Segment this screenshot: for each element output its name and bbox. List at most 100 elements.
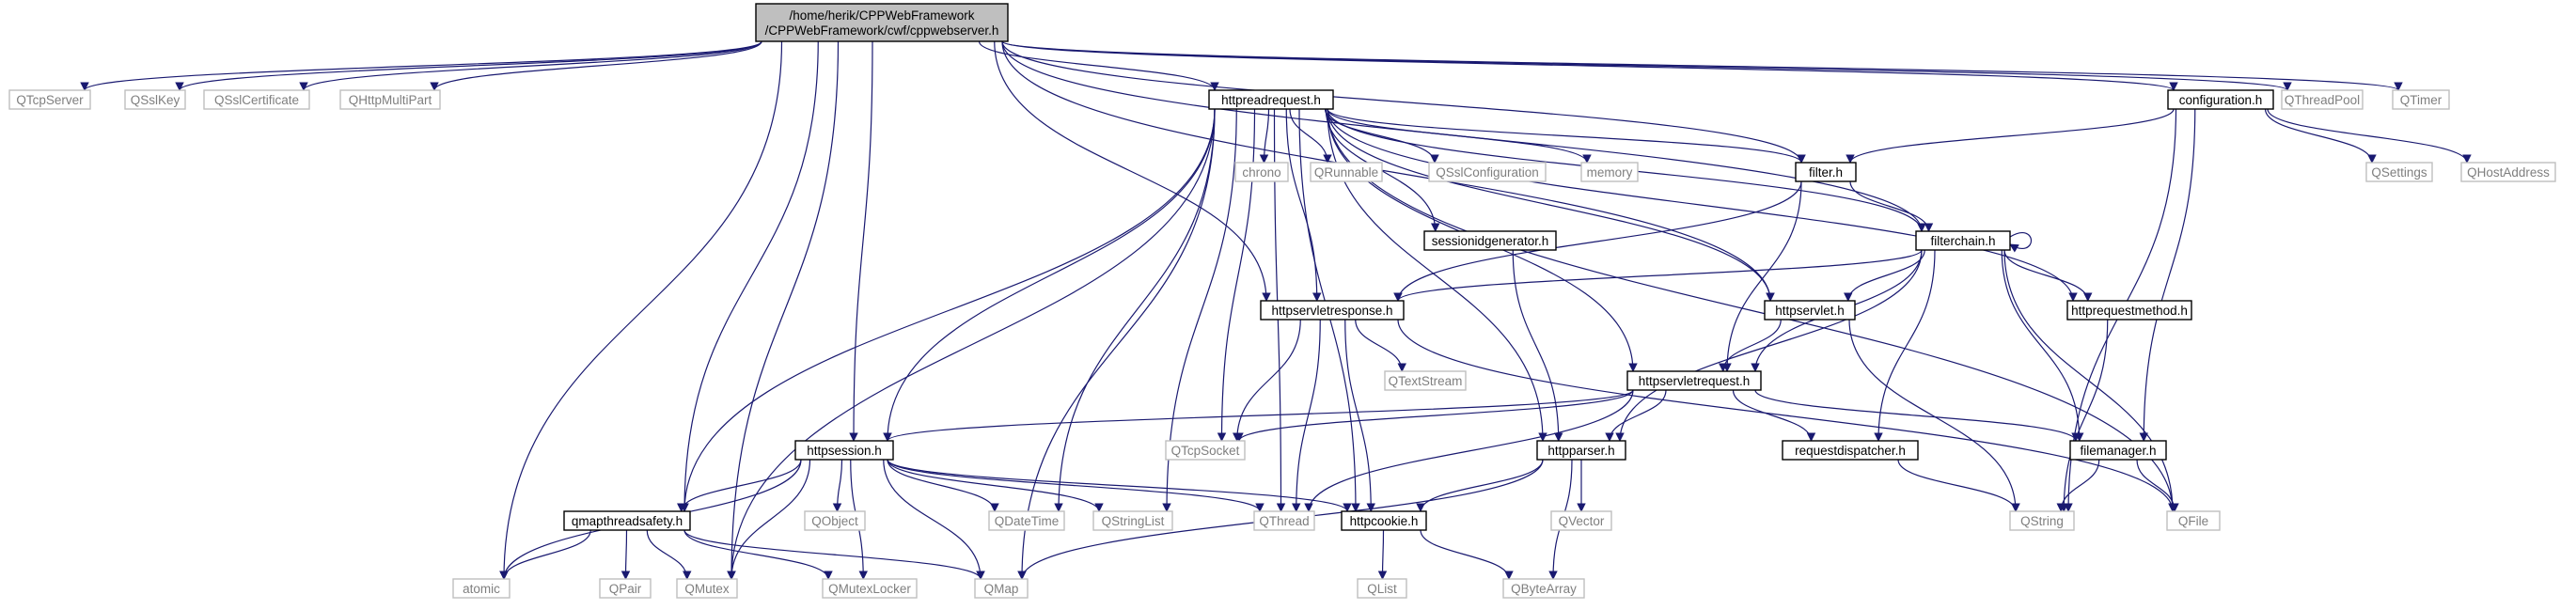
edge-httpreadrequest-to-qmapthreadsafety [680,108,1216,512]
node-httprequestmethod[interactable]: httprequestmethod.h [2066,300,2192,321]
edge-group-9 [1001,40,1775,302]
node-httpcookie[interactable]: httpcookie.h [1341,510,1427,531]
node-box-qthread [1253,510,1315,531]
edge-group-19 [1327,108,1592,164]
edge-root-to-qsslcertificate [299,40,762,91]
node-box-qpair [599,578,652,599]
node-httpservletrequest[interactable]: httpservletrequest.h [1626,370,1762,391]
node-label-qtcpserver-0: QTcpServer [16,93,84,107]
edge-group-36 [1017,108,1216,580]
node-qmapthreadsafety[interactable]: qmapthreadsafety.h [563,510,691,531]
edge-filterchain-to-qfile [2003,249,2177,512]
node-filter[interactable]: filter.h [1795,162,1857,182]
edge-group-40 [2267,108,2472,164]
node-httpparser[interactable]: httpparser.h [1536,440,1626,461]
edge-group-48 [1393,249,1923,302]
edge-group-15 [499,40,783,580]
edge-httpservletrequest-to-requestdispatcher [1732,389,1816,442]
node-qhostaddress: QHostAddress [2460,162,2556,182]
edge-httpparser-to-httpcookie [1416,459,1544,512]
edge-group-0 [80,40,762,91]
node-box-qstring [2009,510,2075,531]
node-label-qthread-0: QThread [1259,514,1309,528]
edge-httpcookie-to-qbytearray [1420,529,1514,580]
node-label-qrunnable-0: QRunnable [1314,165,1378,180]
node-label-qfile-0: QFile [2178,514,2208,528]
node-httpsession[interactable]: httpsession.h [794,440,894,461]
edge-group-58 [1344,319,1376,512]
edge-group-57 [1232,319,1301,442]
node-label-qthreadpool-0: QThreadPool [2285,93,2360,107]
edge-httpservletrequest-to-filemanager [1754,389,2081,442]
node-qthreadpool: QThreadPool [2281,89,2364,110]
edge-httpreadrequest-to-qtcpsocket [1217,108,1256,442]
node-label-qobject-0: QObject [811,514,858,528]
node-filemanager[interactable]: filemanager.h [2069,440,2167,461]
edge-sessionidgenerator-to-httpparser [1512,249,1563,442]
edge-root-to-qmutex [727,40,840,580]
edge-qmapthreadsafety-to-qmutex [646,529,692,580]
node-filterchain[interactable]: filterchain.h [1915,230,2011,251]
edge-group-92 [1377,529,1388,580]
edge-group-66 [1605,389,1667,442]
edge-group-90 [683,529,833,580]
edge-qmapthreadsafety-to-atomic [499,529,591,580]
node-box-qhttpmultipart [339,89,441,110]
node-qrunnable: QRunnable [1310,162,1383,182]
edge-group-74 [676,459,802,512]
edge-httpservletrequest-to-httpparser [1605,389,1667,442]
edge-group-78 [883,459,985,580]
edge-group-67 [1732,389,1816,442]
edge-group-20 [1327,108,1806,164]
edge-group-30 [1054,108,1216,512]
node-box-qmutex [676,578,738,599]
edge-group-4 [978,40,1219,91]
edge-group-50 [2003,249,2093,302]
edge-group-59 [1291,319,1321,512]
edge-group-25 [1327,108,2078,302]
node-box-httpparser [1536,440,1626,461]
edge-group-52 [1874,249,1936,442]
edge-httpsession-to-qmutex [727,459,811,580]
edge-httpreadrequest-to-qfile [1327,108,2177,512]
node-qmutex: QMutex [676,578,738,599]
node-label-atomic-0: atomic [463,582,500,596]
edge-group-87 [499,529,591,580]
edge-httpreadrequest-to-qstringlist [1162,108,1237,512]
node-httpservletresponse[interactable]: httpservletresponse.h [1260,300,1405,321]
node-httpreadrequest[interactable]: httpreadrequest.h [1208,89,1334,110]
edge-group-55 [2003,249,2177,512]
node-label-qstringlist-0: QStringList [1102,514,1165,528]
node-label-httpservletresponse-0: httpservletresponse.h [1271,304,1392,318]
edge-group-76 [727,459,811,580]
node-qthread: QThread [1253,510,1315,531]
node-label-qbytearray-0: QByteArray [1511,582,1577,596]
edge-group-23 [1285,108,1322,302]
edge-httprequestmethod-to-qstring [2059,319,2109,512]
node-label-qtextstream-0: QTextStream [1389,374,1463,388]
edge-filterchain-to-httpparser [1615,249,1923,442]
node-label-filter-0: filter.h [1809,165,1843,180]
edge-httpreadrequest-to-chrono [1259,108,1270,164]
edge-group-49 [1843,249,1925,302]
node-configuration[interactable]: configuration.h [2167,89,2274,110]
edge-httpsession-to-qstringlist [887,459,1104,512]
node-box-memory [1580,162,1639,182]
edge-httpreadrequest-to-httpsession [883,108,1216,442]
edge-group-2 [299,40,762,91]
node-httpservlet[interactable]: httpservlet.h [1764,300,1856,321]
node-qobject: QObject [804,510,866,531]
node-label-qhostaddress-0: QHostAddress [2467,165,2550,180]
edge-group-16 [1259,108,1270,164]
node-sessionidgenerator[interactable]: sessionidgenerator.h [1423,230,1557,251]
node-box-qsslkey [124,89,186,110]
edge-group-81 [1416,459,1544,512]
edge-httpsession-to-qdatetime [887,459,999,512]
node-qhttpmultipart: QHttpMultiPart [339,89,441,110]
node-box-httpservletresponse [1260,300,1405,321]
node-box-filterchain [1915,230,2011,251]
node-requestdispatcher[interactable]: requestdispatcher.h [1782,440,1919,461]
edge-group-38 [1846,108,2175,164]
node-root[interactable]: /home/herik/CPPWebFramework/CPPWebFramew… [755,3,1009,42]
node-box-qstringlist [1092,510,1173,531]
